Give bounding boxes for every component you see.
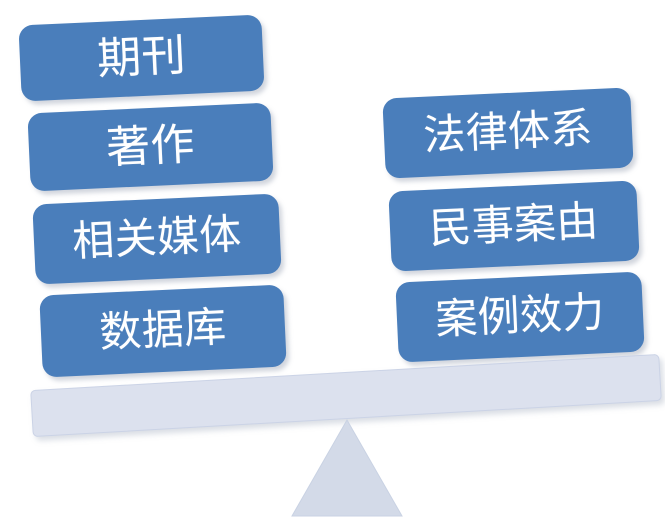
fulcrum-triangle-icon [290,418,404,518]
right-item-anlixiaoli-label: 案例效力 [434,290,606,344]
left-item-zhuzuo-label: 著作 [105,120,196,173]
left-item-shujuku-label: 数据库 [98,305,228,357]
left-item-qikan-label: 期刊 [96,31,187,84]
left-item-qikan[interactable]: 期刊 [18,14,265,102]
left-item-xiangguanmeiti-label: 相关媒体 [71,212,243,266]
left-item-xiangguanmeiti[interactable]: 相关媒体 [32,193,282,285]
left-item-zhuzuo[interactable]: 著作 [27,102,274,192]
right-item-falvtixi-label: 法律体系 [422,106,594,160]
right-item-falvtixi[interactable]: 法律体系 [382,87,634,179]
right-item-minshianyou-label: 民事案由 [428,199,600,253]
right-item-anlixiaoli[interactable]: 案例效力 [395,271,645,363]
right-item-minshianyou[interactable]: 民事案由 [388,180,640,272]
left-item-shujuku[interactable]: 数据库 [39,284,287,378]
